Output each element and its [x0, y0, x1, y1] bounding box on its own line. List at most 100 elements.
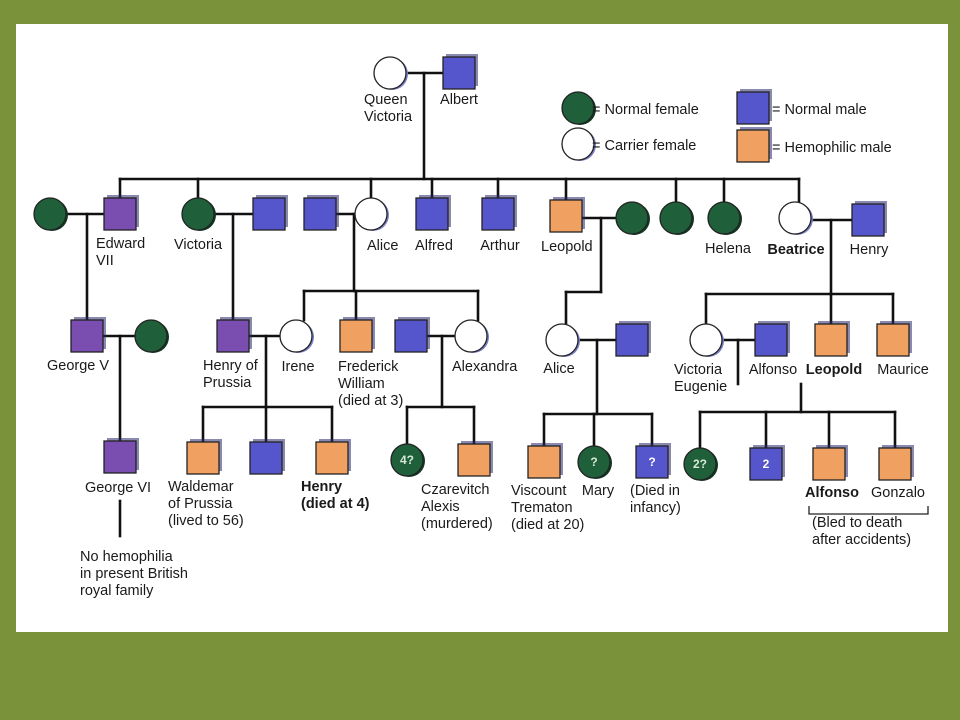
person-infant-symbol: ? — [635, 443, 671, 479]
person-gonzalo-symbol — [878, 445, 914, 481]
legend-carrier-female-symbol — [561, 127, 596, 161]
person-label-infant: (Died in — [630, 483, 680, 499]
person-alice-symbol — [354, 197, 389, 231]
legend-hemophilic-male-symbol — [736, 127, 772, 163]
person-label-henry-b: Henry — [850, 242, 889, 258]
person-mary-teck-symbol — [134, 319, 169, 353]
person-label-waldemar: of Prussia — [168, 496, 233, 512]
person-waldemar-symbol — [186, 439, 222, 475]
person-label-edward: VII — [96, 253, 114, 269]
person-label-maurice: Maurice — [877, 362, 929, 378]
british-note: royal family — [80, 583, 154, 599]
person-label-alice: Alice — [367, 238, 398, 254]
legend-label: = Normal male — [772, 102, 867, 118]
person-label-trematon: Trematon — [511, 500, 573, 516]
person-leopold-s-symbol — [549, 197, 585, 233]
person-label-edward: Edward — [96, 236, 145, 252]
person-daughters4-symbol: 4? — [390, 443, 425, 477]
person-label-leopold-b: Leopold — [806, 362, 862, 378]
person-louise-symbol — [659, 201, 694, 235]
person-label-alexis: (murdered) — [421, 516, 493, 532]
person-label-frederick-w: William — [338, 376, 385, 392]
person-label-frederick-w: Frederick — [338, 359, 399, 375]
person-label-arthur: Arthur — [480, 238, 520, 254]
person-label-waldemar: Waldemar — [168, 479, 234, 495]
person-mark: 2? — [693, 457, 707, 471]
person-label-alfonso-j: Alfonso — [805, 485, 859, 501]
person-victoria-q-symbol — [373, 56, 408, 90]
person-george5-symbol — [70, 317, 106, 353]
person-mark: ? — [590, 455, 597, 469]
pedigree-lines — [65, 71, 897, 538]
person-henry-b-symbol — [851, 201, 887, 237]
legend-label: = Carrier female — [592, 138, 696, 154]
person-label-infant: infancy) — [630, 500, 681, 516]
person-edward-symbol — [103, 195, 139, 231]
person-trematon-symbol — [527, 443, 563, 479]
person-label-victoria-q: Victoria — [364, 109, 413, 125]
person-alfred-symbol — [415, 195, 451, 231]
person-nicholas-symbol — [394, 317, 430, 353]
pedigree-symbols: 4??? 2? 2 — [33, 54, 914, 481]
person-label-trematon: Viscount — [511, 483, 566, 499]
person-alice2-symbol — [545, 323, 580, 357]
person-label-victoria-e: Eugenie — [674, 379, 727, 395]
person-label-irene: Irene — [281, 359, 314, 375]
person-label-henry4: (died at 4) — [301, 496, 370, 512]
hemophilia-pedigree-chart: 4???2?2 QueenVictoriaAlbertEdwardVIIVict… — [33, 54, 929, 599]
person-henry-prussia-symbol — [216, 317, 252, 353]
person-label-henry4: Henry — [301, 479, 342, 495]
person-label-trematon: (died at 20) — [511, 517, 584, 533]
person-beatrice-symbol — [778, 201, 813, 235]
person-arthur-symbol — [481, 195, 517, 231]
legend-label: = Hemophilic male — [772, 140, 892, 156]
person-frederick-w-symbol — [339, 317, 375, 353]
person-label-alfred: Alfred — [415, 238, 453, 254]
person-mary-symbol: ? — [577, 445, 612, 479]
person-label-gonzalo: Gonzalo — [871, 485, 925, 501]
person-label-victoria-d: Victoria — [174, 237, 223, 253]
person-alice2-h-symbol — [615, 321, 651, 357]
person-sigismund-symbol — [249, 439, 285, 475]
person-label-henry-prussia: Prussia — [203, 375, 252, 391]
person-alexis-symbol — [457, 441, 493, 477]
person-label-mary: Mary — [582, 483, 615, 499]
person-victoria-d-symbol — [181, 197, 216, 231]
person-label-beatrice: Beatrice — [767, 242, 824, 258]
legend-label: = Normal female — [592, 102, 699, 118]
person-helena-symbol — [707, 201, 742, 235]
accident-note: after accidents) — [812, 532, 911, 548]
person-daughters2-symbol: 2? — [683, 447, 718, 481]
person-label-victoria-e: Victoria — [674, 362, 723, 378]
person-henry4-symbol — [315, 439, 351, 475]
person-label-alexandra: Alexandra — [452, 359, 518, 375]
person-mark: 4? — [400, 453, 414, 467]
person-leopold-b-symbol — [814, 321, 850, 357]
person-maurice-symbol — [876, 321, 912, 357]
person-label-alexis: Alexis — [421, 499, 460, 515]
person-alexandra-d-symbol — [33, 197, 68, 231]
person-sons2-symbol: 2 — [749, 445, 785, 481]
person-label-alexis: Czarevitch — [421, 482, 490, 498]
person-victoria-e-symbol — [689, 323, 724, 357]
person-alfonso-j-symbol — [812, 445, 848, 481]
person-alfonso13-symbol — [754, 321, 790, 357]
person-louis-symbol — [303, 195, 339, 231]
accident-bracket — [808, 506, 929, 515]
british-note: No hemophilia — [80, 549, 174, 565]
person-label-alfonso13: Alfonso — [749, 362, 797, 378]
person-label-alice2: Alice — [543, 361, 574, 377]
legend-normal-male-symbol — [736, 89, 772, 125]
person-label-helena: Helena — [705, 241, 752, 257]
person-albert-symbol — [442, 54, 478, 90]
person-alexandra-symbol — [454, 319, 489, 353]
person-label-frederick-w: (died at 3) — [338, 393, 403, 409]
person-george6-symbol — [103, 438, 139, 474]
accident-note: (Bled to death — [812, 515, 902, 531]
person-label-victoria-q: Queen — [364, 92, 408, 108]
person-label-leopold-s: Leopold — [541, 239, 593, 255]
person-mark: 2 — [763, 457, 770, 471]
